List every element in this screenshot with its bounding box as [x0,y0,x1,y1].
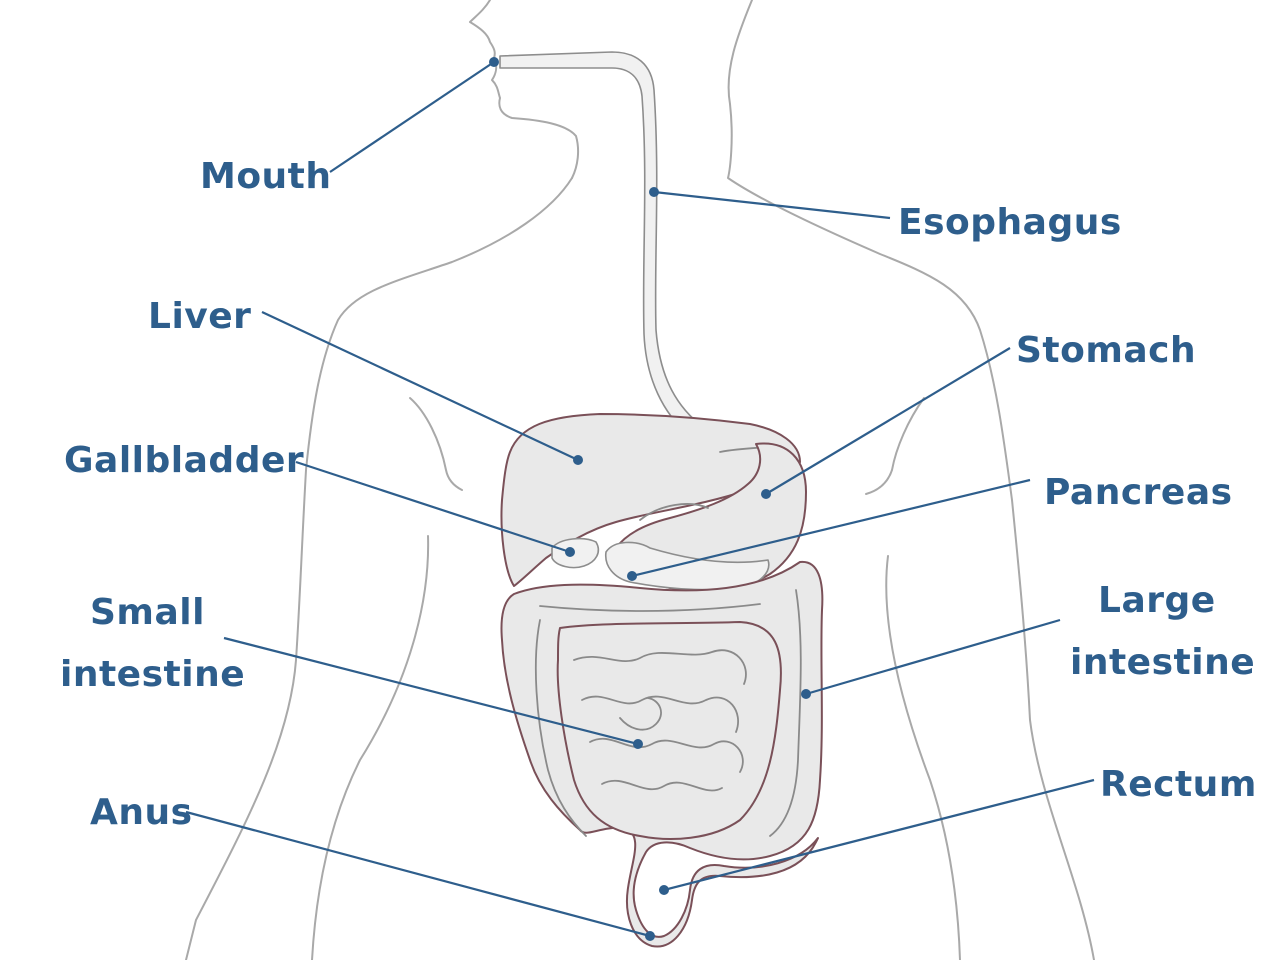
small-intestine-organ [556,621,782,840]
label-rectum: Rectum [1100,764,1257,805]
small-intestine-mass [556,621,782,840]
label-stomach: Stomach [1016,330,1196,371]
label-large-intestine-line1: Large [1098,580,1216,621]
pancreas-organ [605,541,770,591]
dot-large-intestine [801,689,811,699]
dot-stomach [761,489,771,499]
gallbladder-organ [551,537,600,569]
leader-mouth [329,61,495,173]
small-intestine-loop-2 [581,695,739,733]
left-chest-contour [409,397,463,491]
dot-rectum [659,885,669,895]
dot-mouth [489,57,499,67]
leader-large-intestine [805,618,1061,696]
left-shoulder-arm [185,177,573,960]
small-intestine-loop-5 [619,697,662,731]
leader-stomach [765,347,1011,495]
label-liver: Liver [148,296,251,337]
label-anus: Anus [90,792,193,833]
right-shoulder-arm [727,0,1095,960]
label-pancreas: Pancreas [1044,472,1233,513]
stomach-fold [639,503,709,521]
dot-small-intestine [633,739,643,749]
dot-liver [573,455,583,465]
dot-esophagus [649,187,659,197]
label-large-intestine-line2: intestine [1070,642,1255,683]
dot-gallbladder [565,547,575,557]
small-intestine-loop-1 [573,649,747,685]
leader-liver [261,311,579,461]
esophagus-tube [499,51,705,435]
small-intestine-loop-3 [589,737,744,773]
labels: Mouth Esophagus Liver Stomach Gallbladde… [60,156,1257,833]
leader-gallbladder [295,460,571,554]
colon-inner-right [769,589,802,837]
left-torso-side [311,535,430,960]
right-chest-contour [865,397,925,495]
leaders [185,57,1095,941]
leader-pancreas [631,478,1031,578]
dot-pancreas [627,571,637,581]
small-intestine-loop-4 [601,779,723,792]
leader-rectum [663,778,1095,892]
label-esophagus: Esophagus [898,202,1122,243]
colon-inner-left [534,619,587,837]
colon-inner-top [539,603,761,612]
leader-esophagus [653,190,891,220]
label-gallbladder: Gallbladder [64,440,304,481]
label-small-intestine-line1: Small [90,592,205,633]
body-outline [185,0,1095,960]
label-mouth: Mouth [200,156,332,197]
leader-anus [185,810,651,938]
face-profile [469,0,580,179]
leader-small-intestine [223,636,639,746]
label-small-intestine-line2: intestine [60,654,245,695]
right-torso-side [885,555,961,960]
dot-anus [645,931,655,941]
